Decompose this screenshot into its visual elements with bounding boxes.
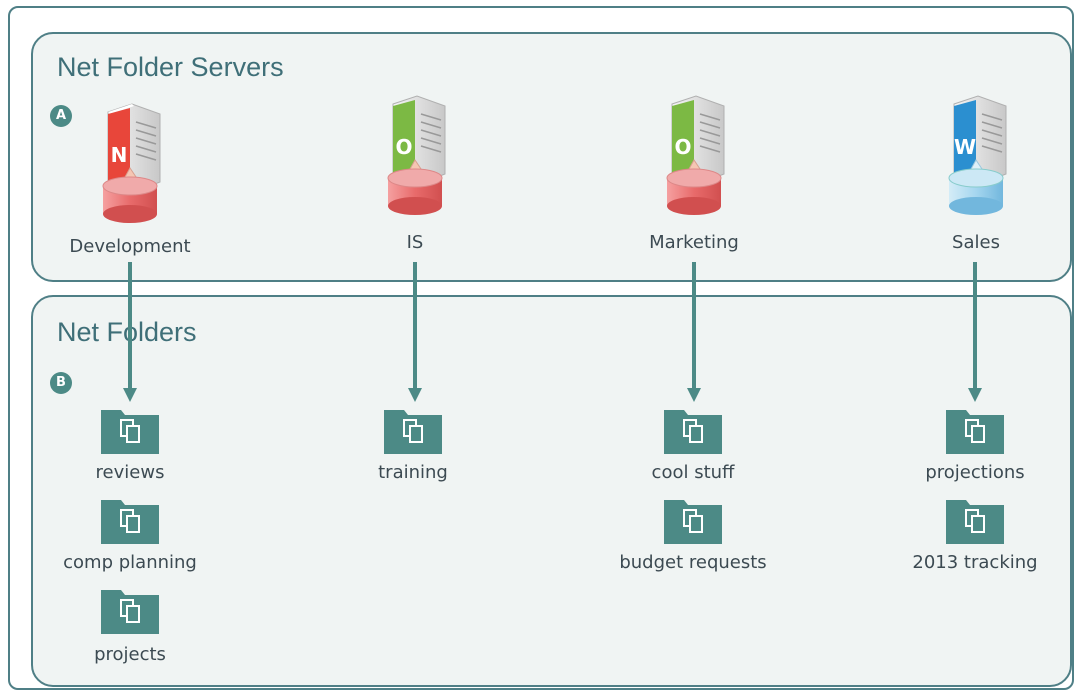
badge-b: B xyxy=(50,372,72,394)
server-label-development: Development xyxy=(69,236,191,257)
net-folders-title: Net Folders xyxy=(57,317,197,347)
folder-icon xyxy=(101,500,159,544)
folder-icon xyxy=(946,410,1004,454)
server-letter: O xyxy=(674,135,691,159)
folder-icon xyxy=(101,590,159,634)
net-folder-label: projects xyxy=(94,644,166,665)
badge-a: A xyxy=(50,105,72,127)
folder-icon xyxy=(101,410,159,454)
net-folder-label: projections xyxy=(925,462,1025,483)
net-folder-label: budget requests xyxy=(619,552,767,573)
server-letter: W xyxy=(954,135,976,159)
folder-icon xyxy=(664,410,722,454)
server-label-marketing: Marketing xyxy=(649,232,739,253)
folder-icon xyxy=(384,410,442,454)
server-letter: O xyxy=(395,135,412,159)
net-folder-label: cool stuff xyxy=(651,462,735,483)
sales-server-icon: W xyxy=(948,95,1007,215)
is-server-icon: O xyxy=(387,95,446,215)
folder-icon xyxy=(664,500,722,544)
net-folder-label: comp planning xyxy=(63,552,197,573)
net-folder-servers-panel: Net Folder Servers xyxy=(31,32,1072,282)
net-folders-panel: Net Folders xyxy=(31,295,1072,687)
server-label-sales: Sales xyxy=(952,232,1000,253)
net-folder-label: 2013 tracking xyxy=(912,552,1038,573)
development-server-icon: N xyxy=(102,103,161,223)
marketing-server-icon: O xyxy=(666,95,725,215)
server-letter: N xyxy=(111,143,128,167)
net-folder-servers-title: Net Folder Servers xyxy=(57,52,284,82)
folder-icon xyxy=(946,500,1004,544)
net-folder-label: reviews xyxy=(95,462,165,483)
server-label-is: IS xyxy=(406,232,424,253)
net-folder-label: training xyxy=(378,462,448,483)
